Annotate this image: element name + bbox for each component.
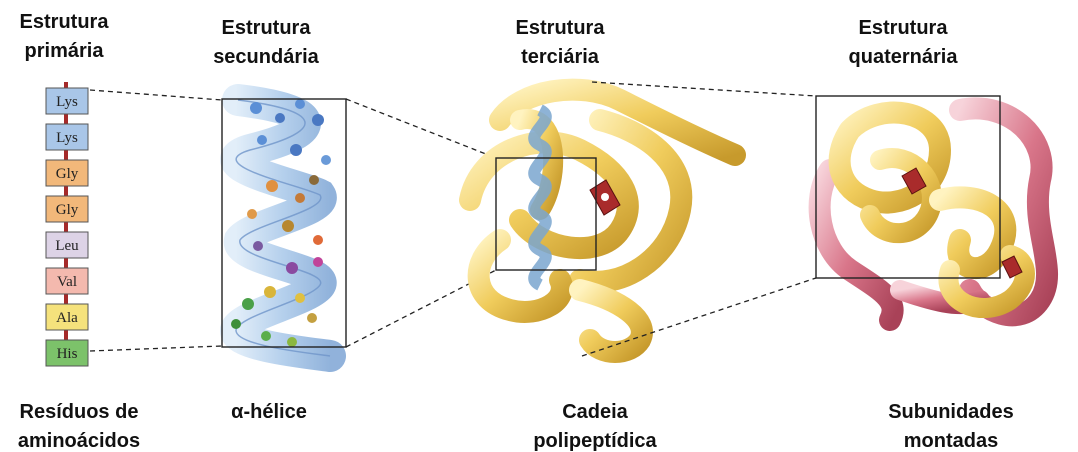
residue-label: Lys (56, 130, 78, 146)
residue-label: Gly (56, 166, 79, 182)
quaternary-assembly-graphic (820, 108, 1047, 320)
residue-leu-5: Leu (46, 232, 88, 258)
zoom-line (90, 346, 222, 351)
residue-label: Val (57, 274, 77, 290)
residue-label: Leu (55, 238, 79, 254)
zoom-line (346, 99, 496, 158)
residue-gly-3: Gly (46, 160, 88, 186)
residue-label: Gly (56, 202, 79, 218)
tertiary-fold-graphic (470, 90, 735, 352)
residue-label: His (57, 346, 78, 362)
residue-lys-2: Lys (46, 124, 88, 150)
alpha-helix-graphic (231, 99, 331, 356)
residue-label: Ala (56, 310, 78, 326)
zoom-line (90, 90, 222, 100)
residue-gly-4: Gly (46, 196, 88, 222)
residue-lys-1: Lys (46, 88, 88, 114)
residue-val-6: Val (46, 268, 88, 294)
residue-label: Lys (56, 94, 78, 110)
residue-his-8: His (46, 340, 88, 366)
residue-ala-7: Ala (46, 304, 88, 330)
